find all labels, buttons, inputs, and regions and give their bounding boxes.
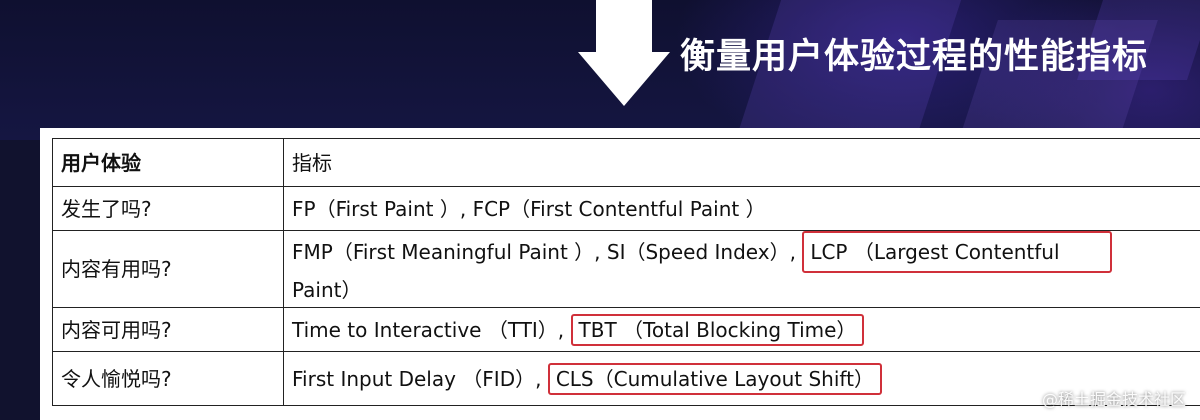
experience-cell: 发生了吗? [52,186,284,231]
experience-cell: 令人愉悦吗? [52,351,284,406]
experience-cell: 内容有用吗? [52,230,284,308]
watermark: @稀土掘金技术社区 [1041,390,1186,409]
metrics-cell: FMP（First Meaningful Paint ）, SI（Speed I… [283,230,1200,308]
metrics-cell: Time to Interactive （TTI）, TBT （Total Bl… [283,307,1200,352]
metrics-table: 用户体验 指标 发生了吗? FP（First Paint ）, FCP（Firs… [52,138,1200,406]
highlight-box-tbt: TBT （Total Blocking Time） [570,313,865,346]
metrics-card: 用户体验 指标 发生了吗? FP（First Paint ）, FCP（Firs… [40,128,1200,420]
metrics-cell: First Input Delay （FID）, CLS（Cumulative … [283,351,1200,406]
metrics-text: FMP（First Meaningful Paint ）, SI（Speed I… [292,240,796,264]
down-arrow-icon [578,0,670,106]
banner: 衡量用户体验过程的性能指标 [0,0,1200,140]
table-row: 发生了吗? FP（First Paint ）, FCP（First Conten… [52,186,1200,231]
page-heading: 衡量用户体验过程的性能指标 [680,37,1149,77]
highlight-box-cls: CLS（Cumulative Layout Shift） [547,362,882,395]
table-row: 内容有用吗? FMP（First Meaningful Paint ）, SI（… [52,230,1200,308]
metrics-text: First Input Delay （FID）, [292,366,542,391]
highlight-box-lcp: LCP （Largest Contentful [802,231,1113,273]
table-header-row: 用户体验 指标 [52,138,1200,187]
metrics-text: FP（First Paint ）, FCP（First Contentful P… [292,196,766,221]
metrics-text: Time to Interactive （TTI）, [292,317,565,342]
header-experience: 用户体验 [52,138,284,187]
metrics-cell: FP（First Paint ）, FCP（First Contentful P… [283,186,1200,231]
header-metric: 指标 [283,138,1200,187]
table-row: 内容可用吗? Time to Interactive （TTI）, TBT （T… [52,307,1200,352]
experience-cell: 内容可用吗? [52,307,284,352]
table-row: 令人愉悦吗? First Input Delay （FID）, CLS（Cumu… [52,351,1200,406]
metrics-text-continuation: Paint） [292,278,362,302]
